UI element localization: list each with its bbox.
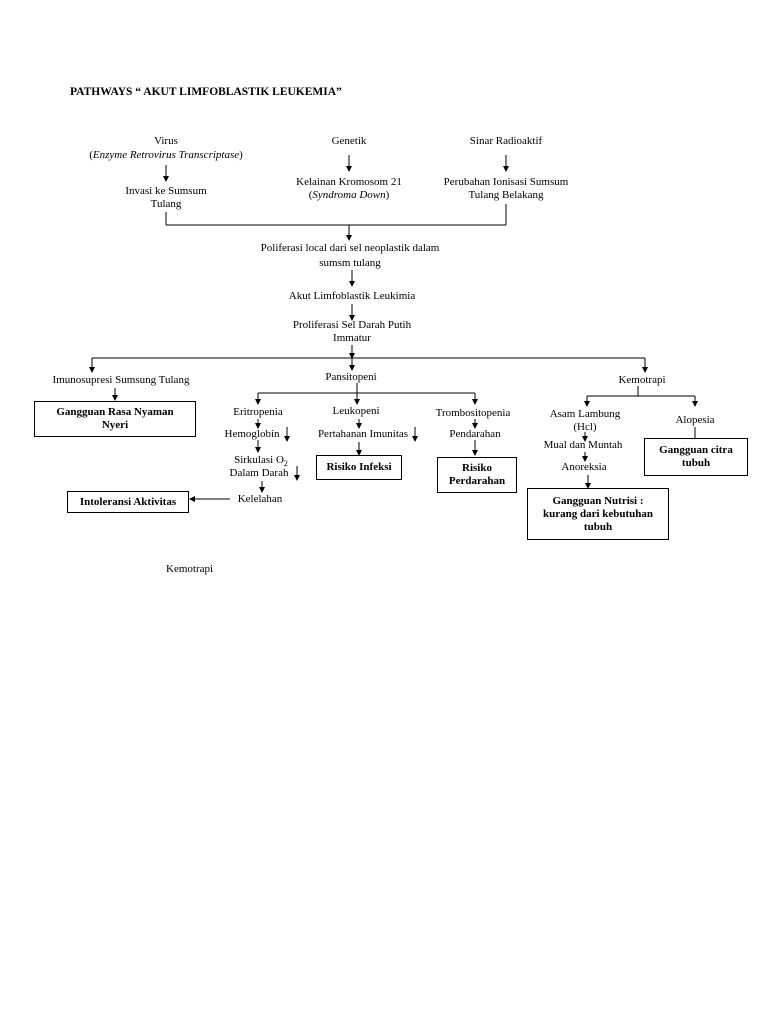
diagnosis-gangguan-nutrisi: Gangguan Nutrisi : kurang dari kebutuhan… [527,488,669,540]
diagnosis-risiko-perdarahan: Risiko Perdarahan [437,457,517,493]
branch-pansitopeni: Pansitopeni [325,371,377,383]
footer-kemotrapi: Kemotrapi [166,563,214,575]
branch-imunosupresi: Imunosupresi Sumsung Tulang [52,374,190,386]
pendarahan: Pendarahan [449,428,501,440]
diagnosis-gangguan-citra-tubuh: Gangguan citra tubuh [644,438,748,476]
genetik-result-line2: (Syndroma Down) [308,189,390,201]
leukopeni: Leukopeni [332,405,380,417]
trombositopenia: Trombositopenia [435,407,511,419]
diagnosis-intoleransi-aktivitas: Intoleransi Aktivitas [67,491,189,513]
asam-lambung-line1: Asam Lambung [549,408,621,420]
cause-genetik: Genetik [331,135,367,147]
sinar-result-line1: Perubahan Ionisasi Sumsum [443,176,569,188]
sinar-result-line2: Tulang Belakang [468,189,544,201]
alopesia: Alopesia [675,414,715,426]
akut-limfoblastik-leukimia: Akut Limfoblastik Leukimia [288,290,416,302]
virus-result-line2: Tulang [150,198,182,210]
diagnosis-gangguan-rasa-nyaman: Gangguan Rasa Nyaman Nyeri [34,401,196,437]
anoreksia: Anoreksia [561,461,607,473]
virus-result-line1: Invasi ke Sumsum [125,185,207,197]
kelelahan: Kelelahan [237,493,283,505]
page-title: PATHWAYS “ AKUT LIMFOBLASTIK LEUKEMIA” [70,86,342,98]
proliferasi-line2: sumsm tulang [319,257,381,269]
cause-virus: Virus [154,135,178,147]
eritropenia: Eritropenia [233,406,283,418]
sirkulasi-o2: Sirkulasi O2 [234,454,288,469]
dalam-darah: Dalam Darah [229,467,289,479]
proliferasi-line1: Poliferasi local dari sel neoplastik dal… [260,242,440,254]
asam-lambung-line2: (Hcl) [573,421,597,433]
diagnosis-risiko-infeksi: Risiko Infeksi [316,455,402,480]
genetik-result-line1: Kelainan Kromosom 21 [296,176,402,188]
cause-sinar-radioaktif: Sinar Radioaktif [469,135,543,147]
proliferasi-sel-line1: Proliferasi Sel Darah Putih [292,319,412,331]
branch-kemotrapi: Kemotrapi [618,374,666,386]
hemoglobin: Hemoglobin [224,428,280,440]
pertahanan-imunitas: Pertahanan Imunitas [317,428,409,440]
cause-virus-detail: (Enzyme Retrovirus Transcriptase) [89,149,243,161]
proliferasi-sel-line2: Immatur [333,332,371,344]
mual-muntah: Mual dan Muntah [543,439,623,451]
